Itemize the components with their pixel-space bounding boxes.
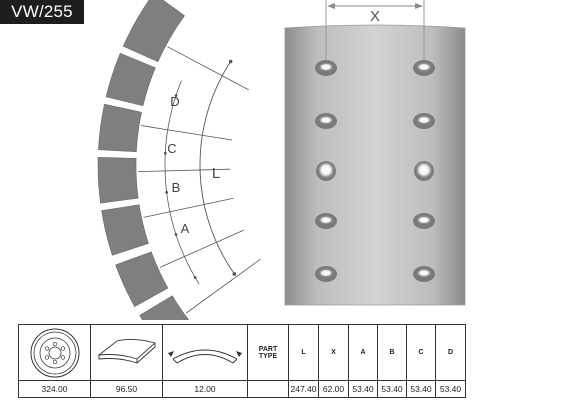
value-D: 53.40 — [435, 380, 466, 398]
rivet-hole-5-1 — [318, 268, 334, 278]
dim-line-d-c — [141, 125, 233, 141]
label-B: B — [172, 180, 181, 195]
label-X: X — [370, 8, 380, 25]
lining-segments — [97, 0, 190, 320]
header-D: D — [435, 324, 466, 381]
lining-segment-3 — [98, 103, 142, 153]
label-C: C — [167, 141, 176, 156]
rivet-holes — [315, 60, 435, 282]
rivet-hole-3-2 — [415, 161, 433, 179]
label-A: A — [181, 221, 190, 236]
length-dimension-arc — [199, 61, 235, 275]
x-arrow-left — [327, 3, 335, 9]
rivet-hole-1-2 — [416, 62, 432, 72]
dim-line-a-end — [159, 229, 244, 268]
rivet-hole-2-1 — [318, 115, 334, 125]
dimension-tick-5 — [193, 276, 197, 279]
value-C: 53.40 — [406, 380, 436, 398]
rivet-hole-1-1 — [318, 62, 334, 72]
part-type-header: PART TYPE — [247, 324, 289, 381]
header-X: X — [318, 324, 349, 381]
value-A: 53.40 — [348, 380, 378, 398]
product-code-badge: VW/255 — [0, 0, 84, 24]
label-D: D — [170, 94, 179, 109]
lining-segment-2 — [105, 52, 156, 107]
rivet-hole-4-1 — [318, 215, 334, 225]
lining-thickness-icon — [168, 349, 242, 363]
dim-line-bottom — [185, 258, 261, 314]
thickness-icon-cell — [162, 324, 248, 381]
length-arrow-bottom — [232, 272, 237, 276]
dim-line-c-b — [138, 168, 231, 172]
shoe-width-value: 96.50 — [90, 380, 163, 398]
header-C: C — [406, 324, 436, 381]
lining-segment-1 — [122, 0, 185, 63]
header-A: A — [348, 324, 378, 381]
dimension-tick-1 — [174, 94, 178, 97]
lining-segment-7 — [139, 295, 190, 320]
brake-lining-diagram: D C B A L X — [97, 0, 466, 320]
header-B: B — [377, 324, 407, 381]
lining-width-icon — [96, 338, 156, 364]
value-B: 53.40 — [377, 380, 407, 398]
rivet-hole-2-2 — [416, 115, 432, 125]
dimension-tick-3 — [165, 191, 169, 194]
rivet-hole-4-2 — [416, 215, 432, 225]
x-arrow-right — [415, 3, 423, 9]
dimension-lines — [138, 46, 261, 314]
drum-icon-cell — [18, 324, 91, 381]
lining-plate-view: X — [284, 0, 466, 306]
length-arrow-top — [228, 59, 233, 64]
header-L: L — [288, 324, 319, 381]
lining-segment-5 — [101, 204, 149, 256]
dim-line-top — [167, 46, 249, 91]
dimension-tick-2 — [163, 151, 167, 155]
value-X: 62.00 — [318, 380, 349, 398]
shoe-side-view: D C B A L — [97, 0, 261, 320]
brake-drum-icon — [30, 328, 79, 377]
lining-segment-4 — [97, 157, 139, 204]
width-icon-cell — [90, 324, 163, 381]
dim-line-b-a — [143, 197, 234, 218]
lining-plate — [284, 24, 466, 306]
lining-segment-6 — [115, 251, 169, 307]
rivet-hole-5-2 — [416, 268, 432, 278]
rivet-hole-3-1 — [317, 161, 335, 179]
specification-table: PART TYPE L X A B C D 324.00 96.50 12.00… — [18, 324, 466, 398]
value-L: 247.40 — [288, 380, 319, 398]
part-type-value — [247, 380, 289, 398]
inner-dimension-arc — [164, 80, 200, 285]
dimension-tick-4 — [174, 233, 178, 236]
lining-thickness-value: 12.00 — [162, 380, 248, 398]
label-L: L — [212, 165, 220, 182]
drum-diameter-value: 324.00 — [18, 380, 91, 398]
